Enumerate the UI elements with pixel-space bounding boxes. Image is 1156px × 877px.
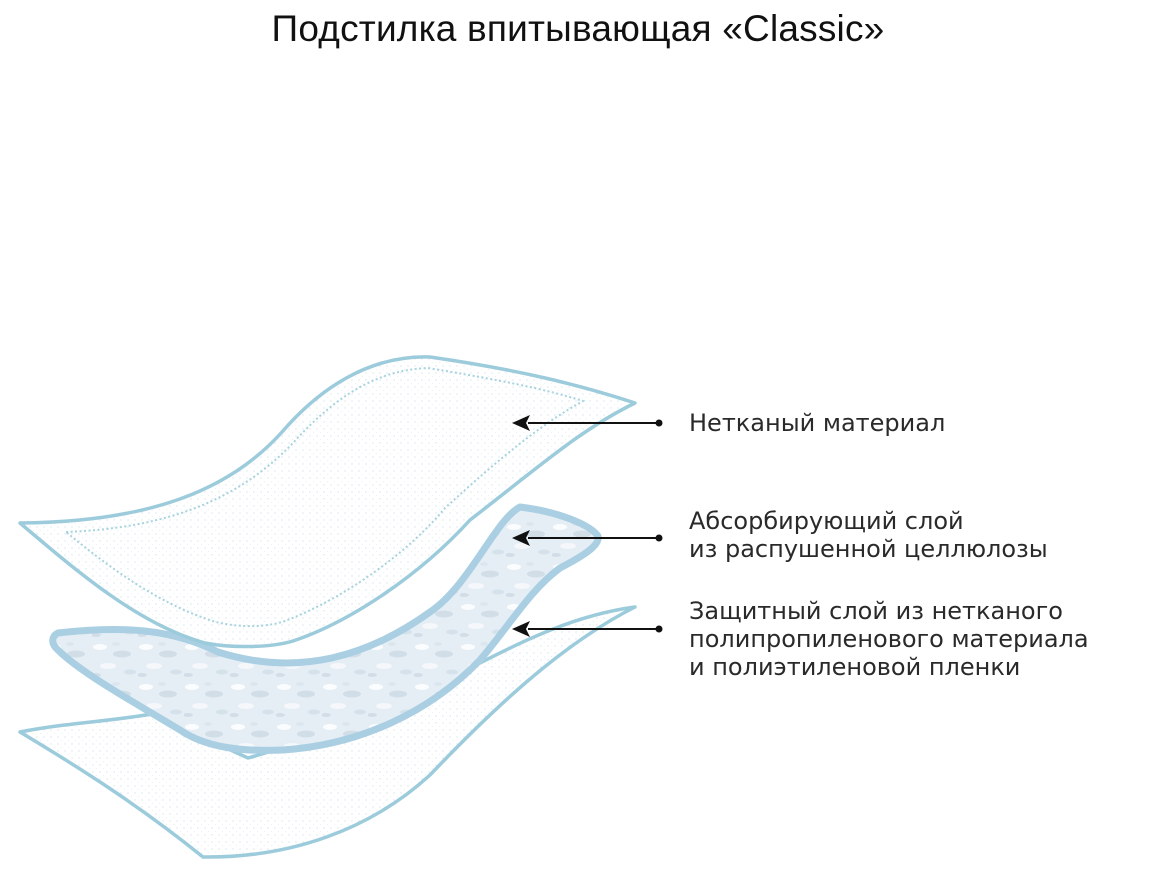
label-line: полипропиленового материала xyxy=(689,625,1089,653)
arrow-nonwoven xyxy=(512,415,663,431)
top-nonwoven-layer xyxy=(18,355,637,649)
absorbent-cellulose-layer xyxy=(49,503,602,754)
arrow-protective xyxy=(512,621,663,637)
label-nonwoven-material: Нетканый материал xyxy=(689,409,945,437)
label-line: Нетканый материал xyxy=(689,409,946,437)
label-line: Абсорбирующий слой xyxy=(689,507,964,535)
label-line: Защитный слой из нетканого xyxy=(689,597,1063,625)
arrow-absorbent xyxy=(512,530,663,546)
label-protective-layer: Защитный слой из нетканого полипропилено… xyxy=(689,597,1089,681)
label-line: и полиэтиленовой пленки xyxy=(689,653,1021,681)
label-absorbent-layer: Абсорбирующий слой из распушенной целлюл… xyxy=(689,507,1048,563)
top-layer-stitch-seam xyxy=(63,366,586,628)
page-title: Подстилка впитывающая «Classic» xyxy=(271,8,885,49)
label-line: из распушенной целлюлозы xyxy=(689,535,1048,563)
